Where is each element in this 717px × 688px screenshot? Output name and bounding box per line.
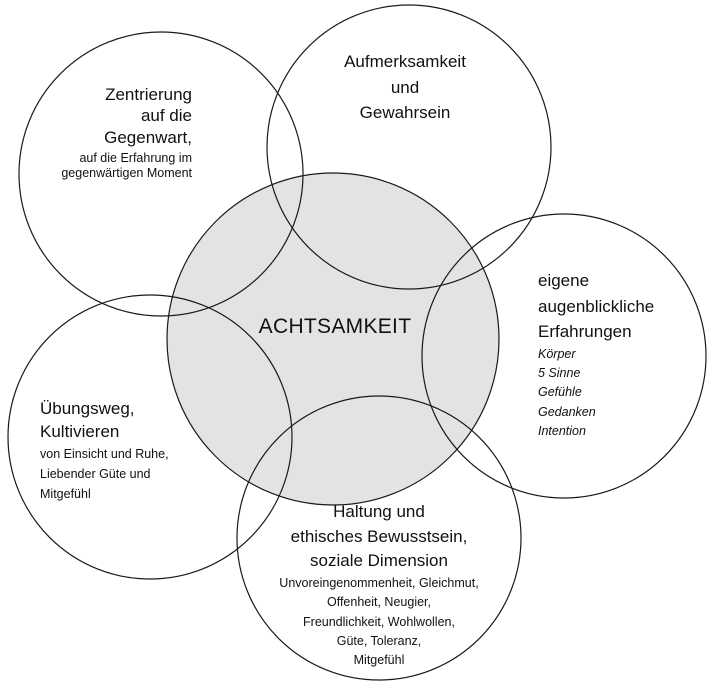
bottom-sub5: Mitgefühl	[353, 653, 405, 668]
top-left-line1: Zentrierung	[105, 85, 192, 104]
bottom-sub1: Unvoreingenommenheit, Gleichmut,	[279, 575, 479, 590]
right-item: Körper	[538, 346, 576, 361]
top-left-sub2: gegenwärtigen Moment	[61, 166, 192, 181]
bottom-line3: soziale Dimension	[310, 551, 448, 571]
center-circle	[166, 172, 500, 506]
top-left-sub1: auf die Erfahrung im	[79, 150, 192, 165]
center-title: ACHTSAMKEIT	[258, 315, 412, 338]
bottom-sub3: Freundlichkeit, Wohlwollen,	[303, 614, 455, 629]
top-line3: Gewahrsein	[359, 103, 451, 122]
bottom-label: Haltung und ethisches Bewusstsein, sozia…	[249, 500, 509, 671]
top-label: Aufmerksamkeit und Gewahrsein	[300, 49, 510, 126]
bottom-line1: Haltung und	[333, 502, 425, 521]
right-line2: augenblickliche	[538, 296, 655, 316]
top-line2: und	[390, 77, 420, 97]
top-left-line3: Gegenwart,	[104, 127, 192, 147]
bottom-sub4: Güte, Toleranz,	[336, 634, 422, 649]
right-item: 5 Sinne	[538, 365, 581, 380]
top-left-line2: auf die	[140, 106, 192, 126]
left-circle	[7, 294, 293, 580]
bottom-line2: ethisches Bewusstsein,	[290, 526, 468, 546]
left-sub1: von Einsicht und Ruhe,	[40, 446, 169, 461]
right-line1: eigene	[538, 271, 590, 290]
top-line1: Aufmerksamkeit	[344, 52, 466, 71]
top-circle	[266, 4, 552, 290]
top-left-label: Zentrierung auf die Gegenwart, auf die E…	[30, 84, 192, 182]
right-label: eigene augenblickliche Erfahrungen Körpe…	[538, 268, 708, 441]
bottom-circle	[236, 395, 522, 681]
top-left-circle	[18, 31, 304, 317]
right-line3: Erfahrungen	[538, 322, 632, 341]
left-sub2: Liebender Güte und	[40, 466, 151, 481]
left-line1: Übungsweg,	[40, 399, 135, 418]
right-item: Gefühle	[538, 385, 582, 400]
right-item: Intention	[538, 424, 586, 438]
left-sub3: Mitgefühl	[40, 486, 91, 501]
right-circle	[421, 213, 707, 499]
right-item: Gedanken	[538, 404, 596, 419]
bottom-sub2: Offenheit, Neugier,	[326, 595, 431, 610]
left-line2: Kultivieren	[40, 421, 120, 441]
left-label: Übungsweg, Kultivieren von Einsicht und …	[40, 398, 220, 504]
